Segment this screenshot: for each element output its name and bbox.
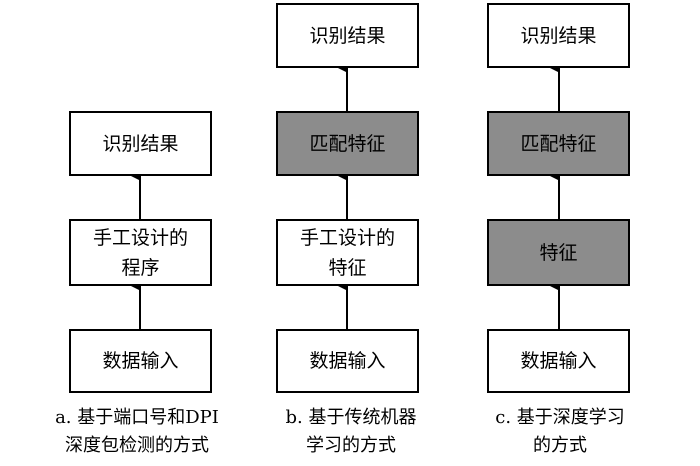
box-label: 识别结果 [102,132,179,155]
box-label: 特征 [539,241,578,264]
box-a-data-input: 数据输入 [69,329,212,393]
box-c-result: 识别结果 [487,3,630,68]
box-b-data-input: 数据输入 [276,329,419,393]
box-label-line-1: 手工设计的 [299,226,395,249]
caption-a-line-2: 深度包检测的方式 [65,435,209,456]
box-label: 数据输入 [102,350,179,372]
box-b-handcrafted-features: 手工设计的 特征 [276,219,419,286]
box-c-data-input: 数据输入 [487,329,630,393]
box-c-matching-features: 匹配特征 [487,111,630,176]
box-c-features: 特征 [487,219,630,286]
box-label: 匹配特征 [520,132,597,155]
caption-b: b. 基于传统机器 学习的方式 [258,404,444,460]
box-label: 匹配特征 [309,132,386,155]
box-b-result: 识别结果 [276,3,419,68]
box-label-line-2: 特征 [328,256,367,279]
caption-b-line-2: 学习的方式 [306,435,396,456]
box-label: 识别结果 [309,24,386,47]
box-b-matching-features: 匹配特征 [276,111,419,176]
caption-a: a. 基于端口号和DPI 深度包检测的方式 [22,404,252,460]
box-label: 数据输入 [520,350,597,372]
caption-a-line-1: a. 基于端口号和DPI [55,407,219,428]
caption-c: c. 基于深度学习 的方式 [470,404,650,460]
box-label-line-1: 手工设计的 [92,226,188,249]
box-label: 数据输入 [309,350,386,372]
box-label: 识别结果 [520,24,597,47]
caption-b-line-1: b. 基于传统机器 [285,407,417,428]
caption-c-line-1: c. 基于深度学习 [495,407,625,428]
box-a-handcrafted-program: 手工设计的 程序 [69,219,212,286]
caption-c-line-2: 的方式 [533,435,587,456]
box-label-line-2: 程序 [121,256,160,279]
box-a-result: 识别结果 [69,111,212,176]
